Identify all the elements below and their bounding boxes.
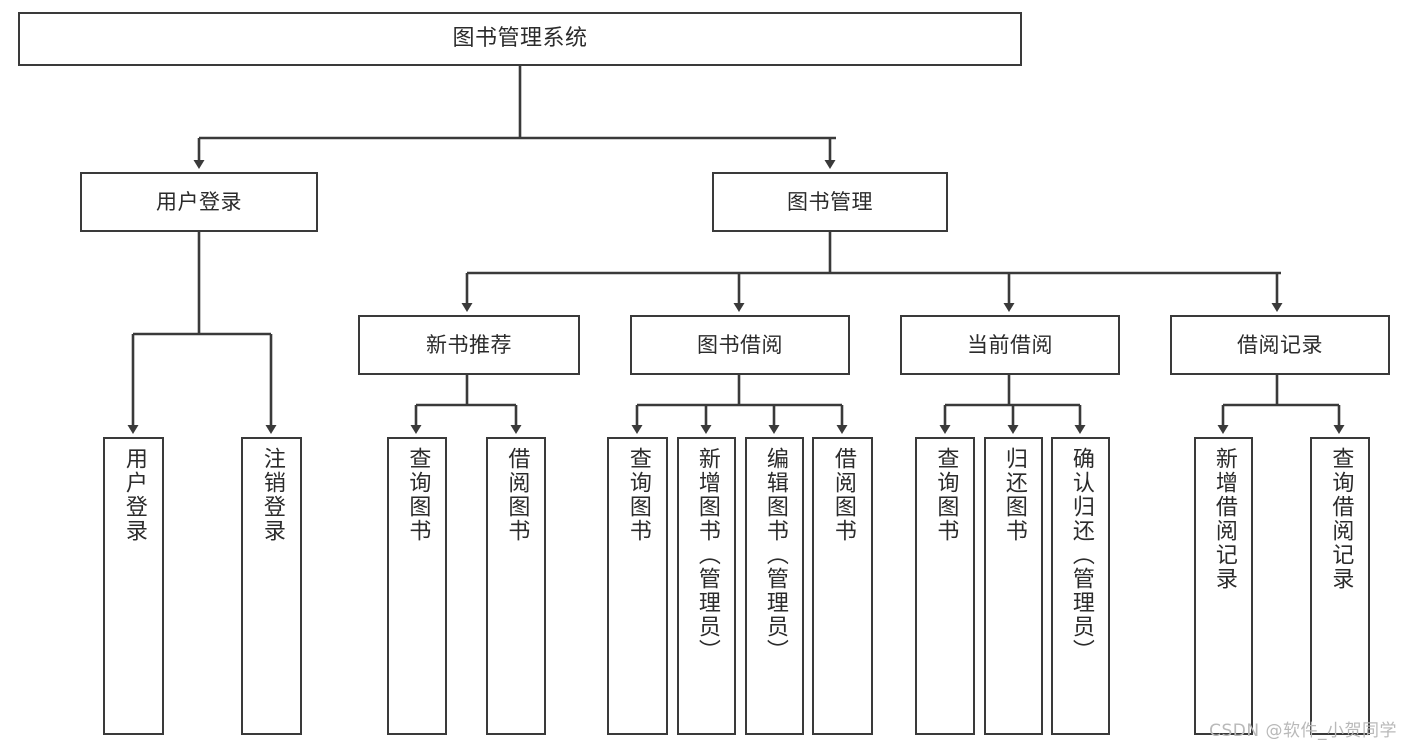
node-label: 确认归还（管理员） — [1068, 447, 1094, 663]
leaf-borrow-query-book[interactable]: 查询图书 — [607, 437, 668, 735]
node-label: 图书管理系统 — [452, 26, 588, 52]
leaf-logout[interactable]: 注销登录 — [241, 437, 302, 735]
node-book-management[interactable]: 图书管理 — [712, 172, 948, 232]
node-label: 借阅图书 — [504, 447, 530, 543]
node-label: 新增图书（管理员） — [694, 447, 720, 663]
node-label: 借阅图书 — [830, 447, 856, 543]
node-label: 图书借阅 — [697, 332, 783, 357]
node-label: 归还图书 — [1001, 447, 1027, 543]
leaf-borrow-add-book-admin[interactable]: 新增图书（管理员） — [677, 437, 736, 735]
node-book-borrow[interactable]: 图书借阅 — [630, 315, 850, 375]
watermark-csdn: CSDN @软件_小贺同学 — [1209, 721, 1397, 741]
leaf-current-return-book[interactable]: 归还图书 — [984, 437, 1043, 735]
leaf-current-confirm-return-admin[interactable]: 确认归还（管理员） — [1051, 437, 1110, 735]
node-label: 注销登录 — [259, 447, 285, 543]
node-label: 查询借阅记录 — [1328, 447, 1354, 591]
leaf-borrow-edit-book-admin[interactable]: 编辑图书（管理员） — [745, 437, 804, 735]
node-root-book-management-system[interactable]: 图书管理系统 — [18, 12, 1022, 66]
node-label: 用户登录 — [121, 447, 147, 543]
node-label: 查询图书 — [405, 447, 431, 543]
leaf-record-add-borrow-record[interactable]: 新增借阅记录 — [1194, 437, 1253, 735]
node-label: 图书管理 — [787, 189, 873, 214]
leaf-current-query-book[interactable]: 查询图书 — [915, 437, 975, 735]
node-user-login[interactable]: 用户登录 — [80, 172, 318, 232]
node-current-borrow[interactable]: 当前借阅 — [900, 315, 1120, 375]
node-label: 借阅记录 — [1237, 332, 1323, 357]
node-label: 用户登录 — [156, 189, 242, 214]
node-new-book-recommend[interactable]: 新书推荐 — [358, 315, 580, 375]
leaf-recommend-borrow-book[interactable]: 借阅图书 — [486, 437, 546, 735]
leaf-recommend-query-book[interactable]: 查询图书 — [387, 437, 447, 735]
node-label: 查询图书 — [625, 447, 651, 543]
leaf-borrow-borrow-book[interactable]: 借阅图书 — [812, 437, 873, 735]
node-label: 新书推荐 — [426, 332, 512, 357]
node-borrow-record[interactable]: 借阅记录 — [1170, 315, 1390, 375]
leaf-record-query-borrow-record[interactable]: 查询借阅记录 — [1310, 437, 1370, 735]
node-label: 当前借阅 — [967, 332, 1053, 357]
leaf-user-login[interactable]: 用户登录 — [103, 437, 164, 735]
node-label: 编辑图书（管理员） — [762, 447, 788, 663]
node-label: 新增借阅记录 — [1211, 447, 1237, 591]
node-label: 查询图书 — [933, 447, 959, 543]
